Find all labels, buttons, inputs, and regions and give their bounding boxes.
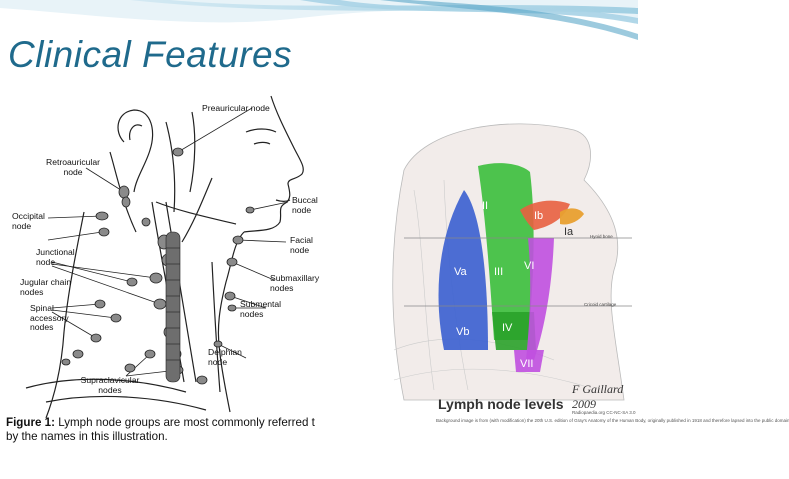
level-ii-label: II [482, 200, 489, 212]
label-facial-node: Facial node [290, 235, 313, 255]
lymph-node-levels-figure: II III IV Va Vb VI VII Ib Ia Hyoid bone … [384, 100, 632, 430]
figure-caption: Figure 1: Lymph node groups are most com… [6, 416, 332, 444]
credit-line-1: Radiopaedia.org CC-NC-SA 3.0 [572, 410, 636, 415]
level-ia-label: Ia [564, 226, 574, 238]
level-iii-label: III [494, 266, 504, 278]
credit-line-2: Background image is from (with modificat… [436, 418, 789, 423]
lymph-node-groups-figure: Preauricular node Retroauricular node Oc… [6, 92, 332, 458]
label-preauricular-node: Preauricular node [202, 103, 270, 113]
label-junctional-node: Junctional node [36, 247, 75, 267]
level-iv-label: IV [502, 322, 513, 334]
label-submental-nodes: Submental nodes [240, 299, 282, 319]
level-va-label: Va [454, 266, 467, 278]
label-supraclavicular-nodes: Supraclavicular nodes [80, 375, 140, 395]
level-vb-label: Vb [456, 326, 470, 338]
cricoid-cartilage-label: Cricoid cartilage [584, 302, 617, 307]
hyoid-bone-label: Hyoid bone [590, 234, 613, 239]
caption-figure-number: Figure 1: [6, 416, 55, 429]
header-swoosh [0, 0, 638, 40]
neck-levels-illustration [392, 123, 632, 401]
level-ib-label: Ib [534, 210, 544, 222]
level-vi-label: VI [524, 260, 535, 272]
caption-line-1: Lymph node groups are most commonly refe… [54, 416, 315, 429]
slide-title: Clinical Features [8, 34, 293, 75]
lymph-node-levels-title: Lymph node levels [438, 396, 564, 412]
level-vii-label: VII [520, 358, 534, 370]
label-delphian-node: Delphian node [208, 347, 242, 367]
label-retroauricular-node: Retroauricular node [46, 157, 100, 177]
caption-line-2: by the names in this illustration. [6, 430, 168, 443]
neck-line-drawing [25, 95, 304, 419]
author-signature: F Gaillard 2009 [572, 382, 624, 411]
label-spinal-accessory-nodes: Spinal accessory nodes [30, 303, 69, 332]
label-jugular-chain-nodes: Jugular chain nodes [20, 277, 72, 297]
label-buccal-node: Buccal node [292, 195, 318, 215]
label-occipital-node: Occipital node [12, 211, 45, 231]
slide: Clinical Features [0, 0, 789, 458]
label-submaxillary-nodes: Submaxillary nodes [270, 273, 320, 293]
